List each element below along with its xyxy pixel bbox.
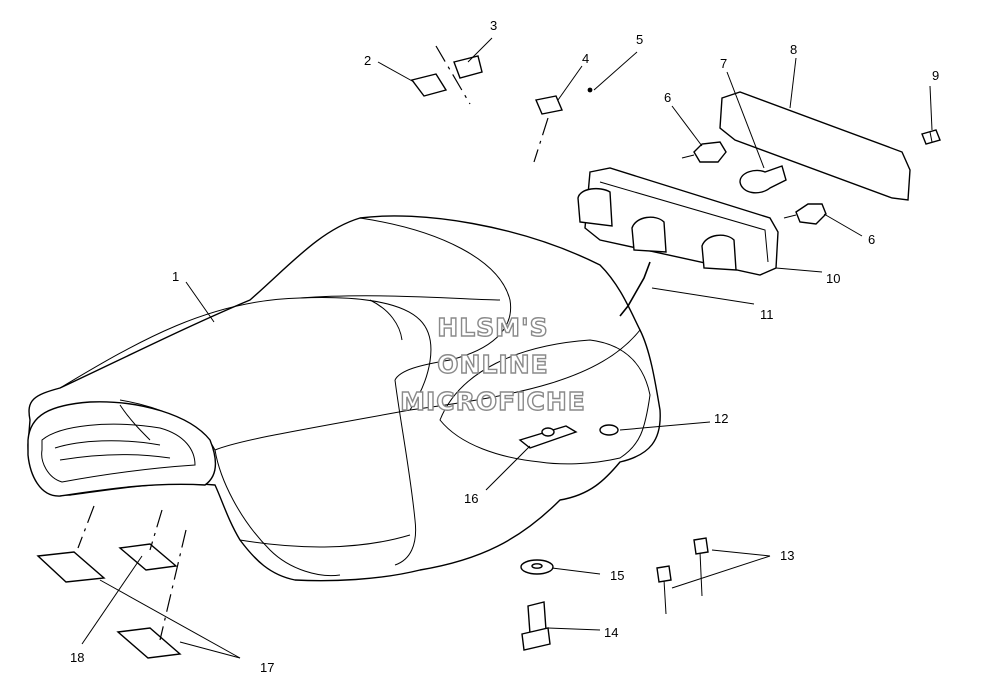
callout-14: 14 [604,625,618,640]
callout-17: 17 [260,660,274,675]
watermark-line-1: HLSM'S [437,313,548,342]
seat-assembly [27,215,661,582]
callout-7: 7 [720,56,727,71]
callout-1: 1 [172,269,179,284]
callout-9: 9 [932,68,939,83]
watermark-line-3: MICROFICHE [400,387,586,416]
callout-6a: 6 [664,90,671,105]
decals [36,505,187,659]
watermark-line-2: ONLINE [437,350,548,379]
callout-10: 10 [826,271,840,286]
leader-lines [81,37,933,659]
callout-labels: 1 2 3 4 5 6 6 7 8 9 10 11 12 13 14 15 16… [70,18,939,675]
callout-4: 4 [582,51,589,66]
callout-18: 18 [70,650,84,665]
watermark: HLSM'S ONLINE MICROFICHE [399,312,586,416]
callout-11: 11 [760,307,774,322]
callout-8: 8 [790,42,797,57]
callout-6b: 6 [868,232,875,247]
callout-3: 3 [490,18,497,33]
rivets-13 [656,537,709,615]
bulbs [681,141,827,225]
fasteners [518,424,619,575]
callout-13: 13 [780,548,794,563]
wire-harness [619,261,651,317]
screw-9 [921,129,941,145]
small-clips [410,45,593,163]
reflector-plate [719,91,911,201]
callout-5: 5 [636,32,643,47]
callout-2: 2 [364,53,371,68]
callout-12: 12 [714,411,728,426]
callout-15: 15 [610,568,624,583]
bolt-14 [521,601,551,651]
tail-light-housing [577,167,779,276]
callout-16: 16 [464,491,478,506]
